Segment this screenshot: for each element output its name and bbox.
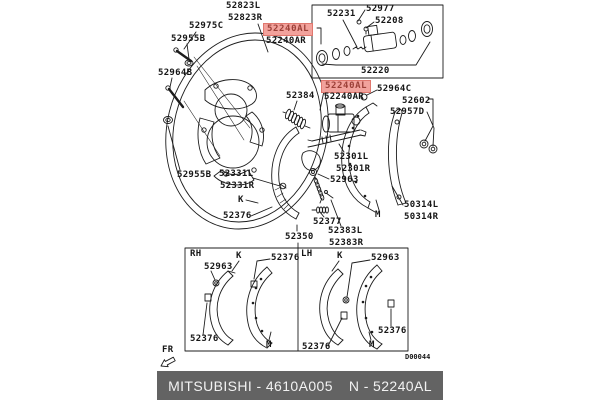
callout-M-lh: M xyxy=(369,340,375,350)
footer-selected-ref: N - 52240AL xyxy=(348,377,432,394)
callout-52384: 52384 xyxy=(286,91,315,101)
callout-K-lh: K xyxy=(337,251,343,261)
callout-M-main: M xyxy=(375,210,381,220)
shoe-spring-drawing xyxy=(311,176,329,218)
callout-52963-main: 52963 xyxy=(330,175,359,185)
callout-M-rh: M xyxy=(266,340,272,350)
wheel-cylinder-assembled-drawing xyxy=(319,90,361,133)
wheel-cylinder-exploded-box xyxy=(311,4,444,79)
callout-52376-rh-bottom: 52376 xyxy=(190,334,219,344)
callout-52350: 52350 xyxy=(285,232,314,242)
callout-52301R: 52301R xyxy=(336,164,371,174)
callout-52377: 52377 xyxy=(313,217,342,227)
callout-52376-main: 52376 xyxy=(223,211,252,221)
callout-52977: 52977 xyxy=(366,4,395,14)
callout-K-main: K xyxy=(238,195,244,205)
footer-brand-part: MITSUBISHI - 4610A005 xyxy=(168,377,333,394)
callout-52602: 52602 xyxy=(402,96,431,106)
callout-52383R: 52383R xyxy=(329,238,364,248)
callout-52376-rh-top: 52376 xyxy=(271,253,300,263)
fasteners-drawing xyxy=(163,23,269,171)
callout-52963-rh: 52963 xyxy=(204,262,233,272)
drawing-number: D00044 xyxy=(405,353,431,361)
callout-52376-lh-right: 52376 xyxy=(378,326,407,336)
callout-52231: 52231 xyxy=(327,9,356,19)
callout-52301L: 52301L xyxy=(334,152,369,162)
callout-52957D: 52957D xyxy=(390,107,425,117)
callout-52823L: 52823L xyxy=(226,1,261,11)
callout-52955B-top: 52955B xyxy=(171,34,206,44)
callout-52240AR-main: 52240AR xyxy=(324,92,365,102)
callout-52376-lh-bottom: 52376 xyxy=(302,342,331,352)
callout-52955B-bottom: 52955B xyxy=(177,170,212,180)
callout-50314L: 50314L xyxy=(404,200,439,210)
callout-52220: 52220 xyxy=(361,66,390,76)
callout-52240AL-selected-top[interactable]: 52240AL xyxy=(263,23,314,36)
callout-52383L: 52383L xyxy=(328,226,363,236)
backing-plate-drawing xyxy=(165,32,329,230)
brake-shoe-right-drawing xyxy=(341,102,378,213)
return-spring-drawing xyxy=(282,100,311,130)
section-label-rh: RH xyxy=(190,249,202,259)
middle-assembly-drawing xyxy=(245,89,438,232)
callout-K-rh: K xyxy=(236,251,242,261)
callout-50314R: 50314R xyxy=(404,212,439,222)
callout-52240AL-selected-main[interactable]: 52240AL xyxy=(321,80,372,93)
parking-lever-drawing xyxy=(388,108,407,206)
shoe-kit-box-drawing xyxy=(184,242,409,352)
section-label-lh: LH xyxy=(301,249,313,259)
callout-52964C: 52964C xyxy=(377,84,412,94)
adjuster-strut-drawing xyxy=(307,129,367,153)
callout-52963-lh: 52963 xyxy=(371,253,400,263)
callout-52964B: 52964B xyxy=(158,68,193,78)
fr-label: FR xyxy=(162,345,174,355)
callout-52240AR-top: 52240AR xyxy=(266,36,307,46)
callout-52823R: 52823R xyxy=(228,13,263,23)
brake-shoe-left-drawing xyxy=(271,126,300,220)
callout-52331R: 52331R xyxy=(220,181,255,191)
footer-bar: MITSUBISHI - 4610A005 N - 52240AL xyxy=(157,371,443,400)
callout-52208: 52208 xyxy=(375,16,404,26)
callout-52975C: 52975C xyxy=(189,21,224,31)
front-direction-arrow-icon xyxy=(160,356,176,368)
callout-52331L: 52331L xyxy=(219,169,254,179)
